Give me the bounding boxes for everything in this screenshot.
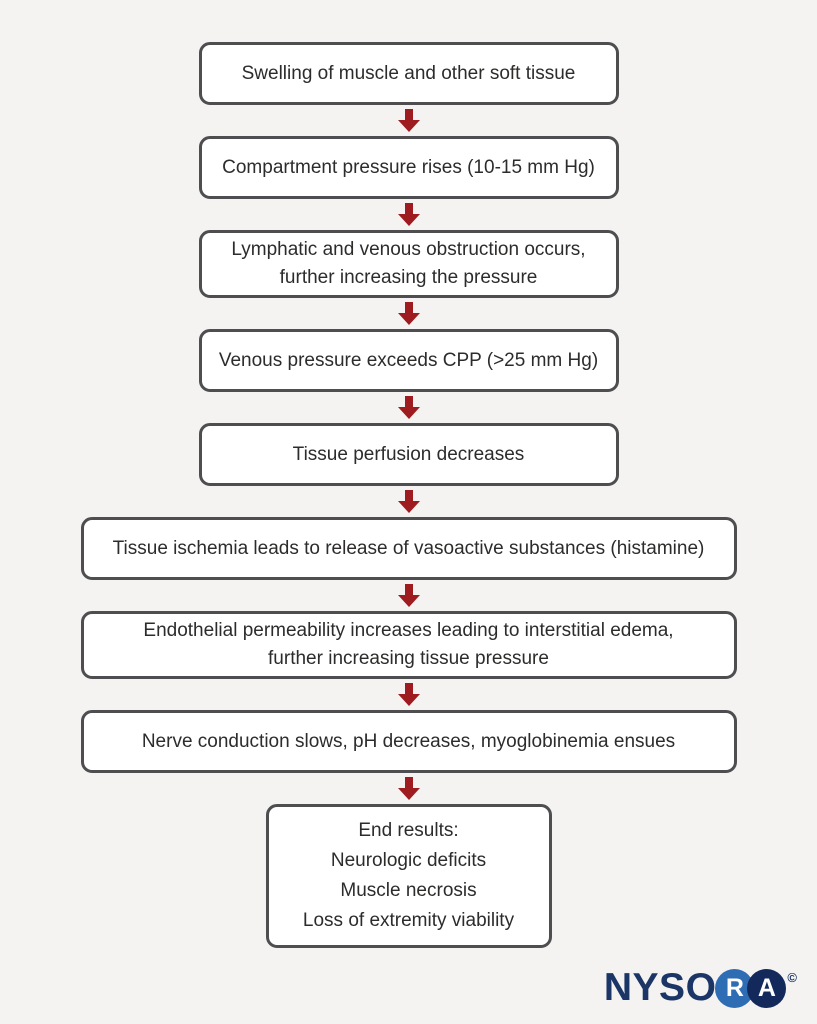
arrow-down-icon — [397, 683, 420, 706]
flow-step-1: Swelling of muscle and other soft tissue — [198, 42, 619, 105]
flow-step-3: Lymphatic and venous obstruction occurs,… — [198, 230, 619, 298]
nysora-logo: NYSO R A © — [604, 968, 797, 1008]
flow-step-line: End results: — [358, 820, 459, 841]
flow-step-line: Compartment pressure rises (10-15 mm Hg) — [222, 156, 595, 178]
nysora-a-circle-icon: A — [747, 968, 787, 1008]
flow-step-line: Neurologic deficits — [330, 850, 487, 871]
arrow-down-icon — [397, 396, 420, 419]
arrow-down-icon — [397, 302, 420, 325]
flow-step-4: Venous pressure exceeds CPP (>25 mm Hg) — [198, 329, 619, 392]
flow-step-line: further increasing the pressure — [279, 267, 538, 288]
arrow-down-icon — [397, 777, 420, 800]
flow-step-line: further increasing tissue pressure — [268, 648, 549, 669]
flow-step-6: Tissue ischemia leads to release of vaso… — [80, 517, 737, 580]
arrow-down-icon — [397, 203, 420, 226]
arrow-down-icon — [397, 109, 420, 132]
nysora-wordmark: NYSO — [603, 966, 717, 1009]
flowchart: Swelling of muscle and other soft tissue… — [0, 42, 817, 948]
copyright-symbol: © — [787, 970, 797, 985]
flow-step-5: Tissue perfusion decreases — [198, 423, 619, 486]
flow-step-8: Nerve conduction slows, pH decreases, my… — [80, 710, 737, 773]
flow-step-line: Lymphatic and venous obstruction occurs, — [231, 239, 586, 260]
flow-step-line: Nerve conduction slows, pH decreases, my… — [141, 730, 676, 752]
flow-step-line: Swelling of muscle and other soft tissue — [241, 62, 576, 84]
flow-step-line: Loss of extremity viability — [302, 910, 515, 931]
arrow-down-icon — [397, 584, 420, 607]
flow-step-7: Endothelial permeability increases leadi… — [80, 611, 737, 679]
flow-step-9: End results: Neurologic deficits Muscle … — [265, 804, 552, 948]
arrow-down-icon — [397, 490, 420, 513]
flow-step-line: Muscle necrosis — [340, 880, 477, 901]
flow-step-line: Tissue perfusion decreases — [292, 443, 525, 465]
flow-step-line: Endothelial permeability increases leadi… — [143, 620, 674, 641]
flow-step-line: Tissue ischemia leads to release of vaso… — [112, 537, 705, 559]
flow-step-line: Venous pressure exceeds CPP (>25 mm Hg) — [218, 349, 599, 371]
flow-step-2: Compartment pressure rises (10-15 mm Hg) — [198, 136, 619, 199]
